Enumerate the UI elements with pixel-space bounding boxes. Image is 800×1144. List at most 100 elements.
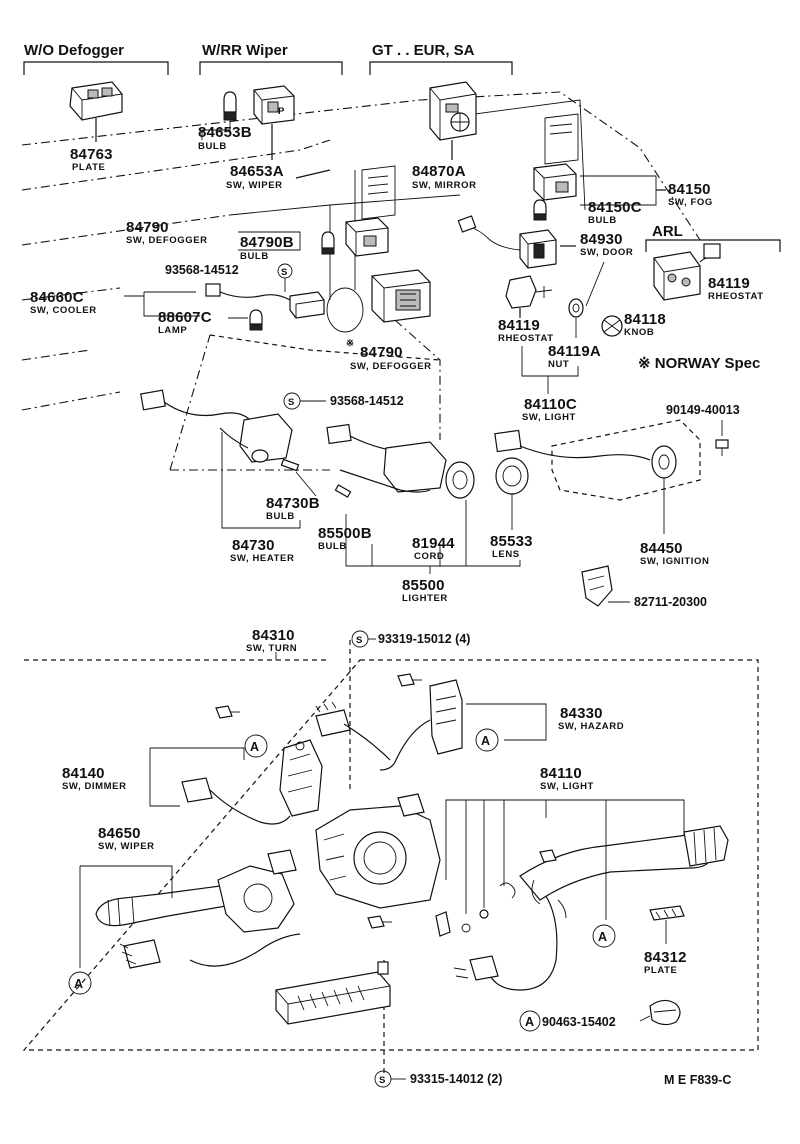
std-part-93319-15012[interactable]: S 93319-15012 (4) <box>351 630 470 648</box>
part-84312-desc: PLATE <box>644 965 677 976</box>
part-84730B[interactable]: 84730B BULB <box>266 458 320 522</box>
std-part-93315-14012[interactable]: S 93315-14012 (2) <box>374 1070 502 1088</box>
part-84110C-number: 84110C <box>524 396 577 413</box>
part-85500-number: 85500 <box>402 577 445 594</box>
part-84110[interactable]: 84110 SW, LIGHT A <box>435 765 729 991</box>
part-85500B-number: 85500B <box>318 525 372 542</box>
part-84790-upper-desc: SW, DEFOGGER <box>126 235 208 246</box>
part-84150[interactable]: 84150 SW, FOG <box>533 163 713 208</box>
part-84150C-number: 84150C <box>588 199 642 216</box>
part-84150-desc: SW, FOG <box>668 197 713 208</box>
part-84660C-desc: SW, COOLER <box>30 305 97 316</box>
part-84310-desc: SW, TURN <box>246 643 297 654</box>
part-84790-defogger-upper[interactable]: 84790 SW, DEFOGGER <box>126 217 389 257</box>
part-84790-center-number: 84790 <box>360 344 403 361</box>
part-81944[interactable]: 81944 CORD <box>412 535 455 562</box>
part-84118[interactable]: 84118 KNOB <box>601 311 666 338</box>
s-marker-2: S <box>288 397 295 408</box>
std-93315-number: 93315-14012 (2) <box>410 1072 502 1086</box>
a-marker-wiper: A <box>74 977 83 991</box>
a-marker-hazard: A <box>481 734 490 748</box>
header-wo-defogger: W/O Defogger <box>23 42 169 75</box>
svg-text:P: P <box>278 106 285 117</box>
header-arl-text: ARL <box>652 223 683 240</box>
part-84870A-number: 84870A <box>412 163 466 180</box>
part-84310[interactable]: 84310 SW, TURN <box>246 627 297 654</box>
part-84119A-number: 84119A <box>548 343 601 360</box>
part-85533[interactable]: 85533 LENS <box>490 457 533 560</box>
part-84140-number: 84140 <box>62 765 105 782</box>
part-84790B[interactable]: 84790B BULB <box>240 231 335 262</box>
dashboard-outline <box>21 91 701 471</box>
part-84119-center-rheostat[interactable]: 84119 RHEOSTAT <box>498 275 554 344</box>
part-84330[interactable]: 84330 SW, HAZARD A <box>315 679 624 771</box>
connector-block[interactable] <box>275 961 391 1025</box>
part-84450[interactable]: 84450 SW, IGNITION <box>494 419 710 567</box>
part-84650-number: 84650 <box>98 825 141 842</box>
part-84140-desc: SW, DIMMER <box>62 781 127 792</box>
std-part-93568-14512-lower[interactable]: S 93568-14512 <box>283 392 404 410</box>
part-84730-number: 84730 <box>232 537 275 554</box>
std-93568-upper-number: 93568-14512 <box>165 263 239 277</box>
part-84650[interactable]: 84650 SW, WIPER A <box>68 825 301 995</box>
part-84150C[interactable]: 84150C BULB <box>533 199 642 226</box>
std-93568-lower-number: 93568-14512 <box>330 394 404 408</box>
std-90149-number: 90149-40013 <box>666 403 740 417</box>
part-84763[interactable]: 84763 PLATE <box>69 81 123 173</box>
part-84119-arl-desc: RHEOSTAT <box>708 291 764 302</box>
header-gt-eur-sa-text: GT . . EUR, SA <box>372 42 475 59</box>
s-marker-4: S <box>379 1075 386 1086</box>
part-84930-number: 84930 <box>580 231 623 248</box>
part-88607C-number: 88607C <box>158 309 212 326</box>
part-84763-number: 84763 <box>70 146 113 163</box>
part-84930[interactable]: 84930 SW, DOOR <box>457 215 633 269</box>
part-88607C-desc: LAMP <box>158 325 187 336</box>
part-84330-number: 84330 <box>560 705 603 722</box>
diagram-code: M E F839-C <box>664 1073 731 1087</box>
part-84790-upper-number: 84790 <box>126 219 169 236</box>
part-84730[interactable]: 84730 SW, HEATER <box>140 389 301 564</box>
part-84140[interactable]: 84140 SW, DIMMER A <box>62 734 323 825</box>
std-part-90149-40013[interactable]: 90149-40013 <box>666 403 740 456</box>
part-85500-lighter[interactable]: 85500 LIGHTER <box>326 423 521 604</box>
part-84790-defogger-center[interactable]: 84790 SW, DEFOGGER ※ <box>346 269 432 372</box>
part-84870A[interactable]: 84870A SW, MIRROR <box>412 81 477 191</box>
part-85533-number: 85533 <box>490 533 533 550</box>
header-wrr-wiper: W/RR Wiper <box>199 42 343 75</box>
turn-switch-body[interactable] <box>315 793 441 909</box>
part-84450-desc: SW, IGNITION <box>640 556 709 567</box>
std-90463-number: 90463-15402 <box>542 1015 616 1029</box>
part-84653A-number: 84653A <box>230 163 284 180</box>
part-84110-desc: SW, LIGHT <box>540 781 594 792</box>
part-84653B[interactable]: 84653B BULB <box>198 91 252 152</box>
std-82711-number: 82711-20300 <box>634 595 707 609</box>
screw-icons <box>215 673 422 929</box>
part-84312[interactable]: 84312 PLATE <box>644 905 687 976</box>
a-marker-light: A <box>598 930 607 944</box>
part-84119-arl-rheostat[interactable]: 84119 RHEOSTAT <box>653 243 764 302</box>
part-84119A-desc: NUT <box>548 359 569 370</box>
part-84119A[interactable]: 84119A NUT <box>548 261 605 370</box>
part-84763-desc: PLATE <box>72 162 105 173</box>
part-84660C[interactable]: 84660C SW, COOLER <box>30 283 325 319</box>
part-84110C[interactable]: 84110C SW, LIGHT <box>521 346 579 423</box>
header-gt-eur-sa: GT . . EUR, SA <box>369 42 513 75</box>
std-part-93568-14512-upper[interactable]: 93568-14512 S <box>165 263 293 292</box>
std-93319-number: 93319-15012 (4) <box>378 632 470 646</box>
std-part-82711-20300[interactable]: 82711-20300 <box>581 565 707 609</box>
part-85533-desc: LENS <box>492 549 520 560</box>
std-part-90463-15402[interactable]: A 90463-15402 <box>519 999 681 1032</box>
part-84660C-number: 84660C <box>30 289 84 306</box>
part-88607C[interactable]: 88607C LAMP <box>158 309 263 336</box>
part-84653A[interactable]: P 84653A SW, WIPER <box>226 85 331 191</box>
part-85500B-desc: BULB <box>318 541 347 552</box>
part-84653B-desc: BULB <box>198 141 227 152</box>
part-81944-desc: CORD <box>414 551 444 562</box>
part-84118-number: 84118 <box>624 311 666 328</box>
part-84650-desc: SW, WIPER <box>98 841 155 852</box>
part-84118-desc: KNOB <box>624 327 654 338</box>
part-84790B-desc: BULB <box>240 251 269 262</box>
part-85500B[interactable]: 85500B BULB <box>318 484 372 552</box>
part-84330-desc: SW, HAZARD <box>558 721 624 732</box>
part-84119-center-number: 84119 <box>498 317 540 334</box>
